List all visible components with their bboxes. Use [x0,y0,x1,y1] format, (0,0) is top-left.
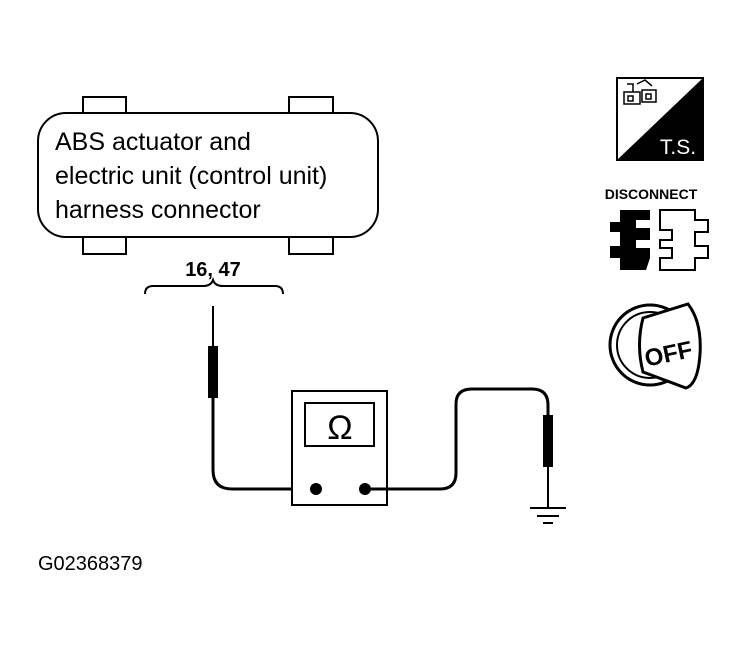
ohmmeter: Ω [291,390,388,506]
ignition-off-icon: OFF [608,302,702,390]
wire-right [365,387,550,491]
terminal-numbers: 16, 47 [185,259,241,281]
connector-tab-bottom-left [82,235,127,255]
terminal-bracket [144,276,284,295]
probe-left [208,306,218,470]
figure-id: G02368379 [38,553,143,575]
ohmmeter-display [304,402,375,447]
disconnect-icon: DISCONNECT [605,186,709,271]
ohmmeter-terminal-left [310,483,322,495]
connector-male-icon [659,209,709,271]
disconnect-label: DISCONNECT [605,186,698,202]
connector-plug-icon [623,79,657,105]
ts-icon: T.S. [616,77,704,161]
connector-outline [37,112,379,238]
connector-label-line-1: ABS actuator and [55,128,251,156]
connector-female-icon [610,210,650,270]
connector-label-line-3: harness connector [55,196,261,224]
probe-right [543,415,553,498]
ts-label: T.S. [660,136,696,159]
ground-icon [530,498,566,524]
harness-connector: ABS actuator and electric unit (control … [37,96,379,255]
ignition-key [638,302,702,390]
connector-label-line-2: electric unit (control unit) [55,162,327,190]
ohm-symbol: Ω [327,409,352,447]
connector-tab-bottom-right [288,235,334,255]
wire-left [211,469,316,491]
